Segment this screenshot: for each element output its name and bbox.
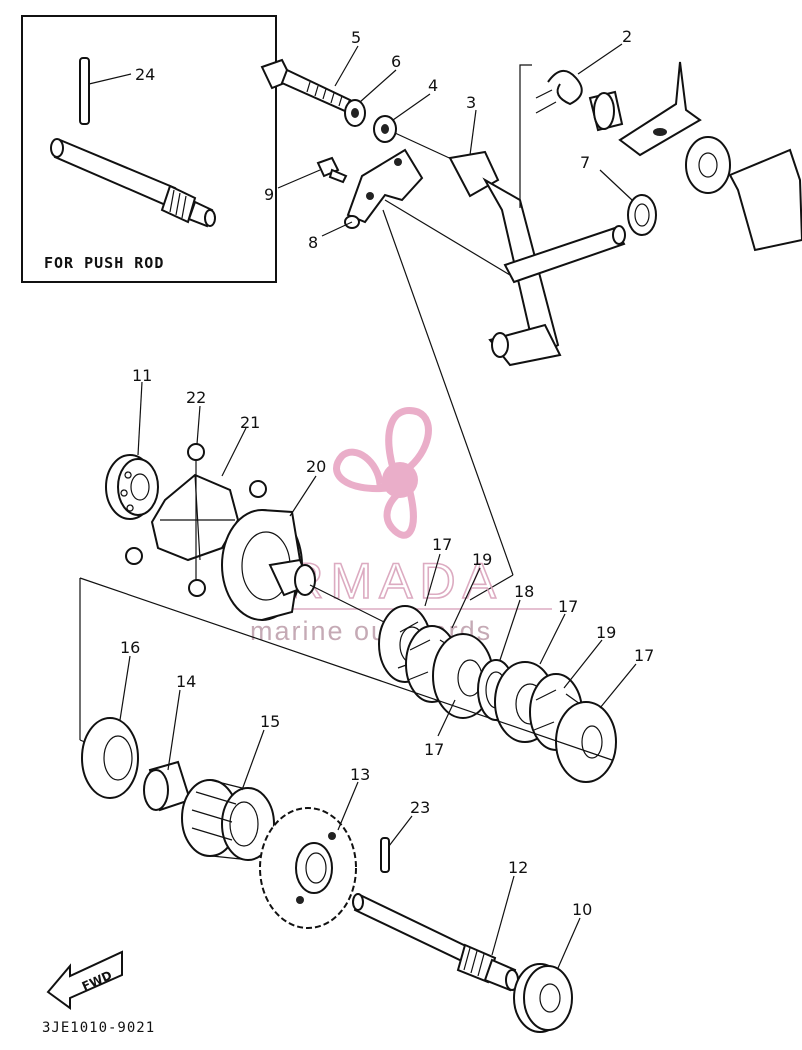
callout-15: 15 (260, 712, 280, 731)
callout-18: 18 (514, 582, 534, 601)
callout-3: 3 (466, 93, 476, 112)
shift-lever-group (260, 58, 802, 601)
inset-caption: FOR PUSH ROD (44, 254, 164, 272)
callout-20: 20 (306, 457, 326, 476)
callout-17-b: 17 (558, 597, 578, 616)
push-rod-inset: FOR PUSH ROD (21, 15, 277, 283)
callout-6: 6 (391, 52, 401, 71)
callout-19-a: 19 (472, 550, 492, 569)
callout-9: 9 (264, 185, 274, 204)
callout-17-d: 17 (424, 740, 444, 759)
document-code: 3JE1010-9021 (42, 1020, 155, 1036)
leader-lines (119, 43, 637, 969)
clutch-plate-stack (378, 605, 617, 783)
callout-11: 11 (132, 366, 152, 385)
callout-2: 2 (622, 27, 632, 46)
callout-23: 23 (410, 798, 430, 817)
armada-watermark: ARMADA marine outboards (246, 407, 552, 646)
callout-17-a: 17 (432, 535, 452, 554)
callout-22: 22 (186, 388, 206, 407)
fwd-arrow-icon: FWD (46, 950, 123, 1010)
callout-17-c: 17 (634, 646, 654, 665)
propeller-logo-icon (333, 407, 432, 539)
callout-8: 8 (308, 233, 318, 252)
shaft-group: FWD 3JE1010-9021 (42, 717, 573, 1036)
callout-13: 13 (350, 765, 370, 784)
callout-7: 7 (580, 153, 590, 172)
callout-19-b: 19 (596, 623, 616, 642)
callout-12: 12 (508, 858, 528, 877)
callout-14: 14 (176, 672, 196, 691)
callout-4: 4 (428, 76, 438, 95)
callout-16: 16 (120, 638, 140, 657)
callout-24: 24 (135, 65, 155, 84)
clutch-group (79, 443, 617, 783)
callout-5: 5 (351, 28, 361, 47)
callout-labels: 24 5 6 4 3 2 7 9 8 11 22 21 20 17 19 18 … (120, 27, 654, 919)
callout-10: 10 (572, 900, 592, 919)
callout-21: 21 (240, 413, 260, 432)
